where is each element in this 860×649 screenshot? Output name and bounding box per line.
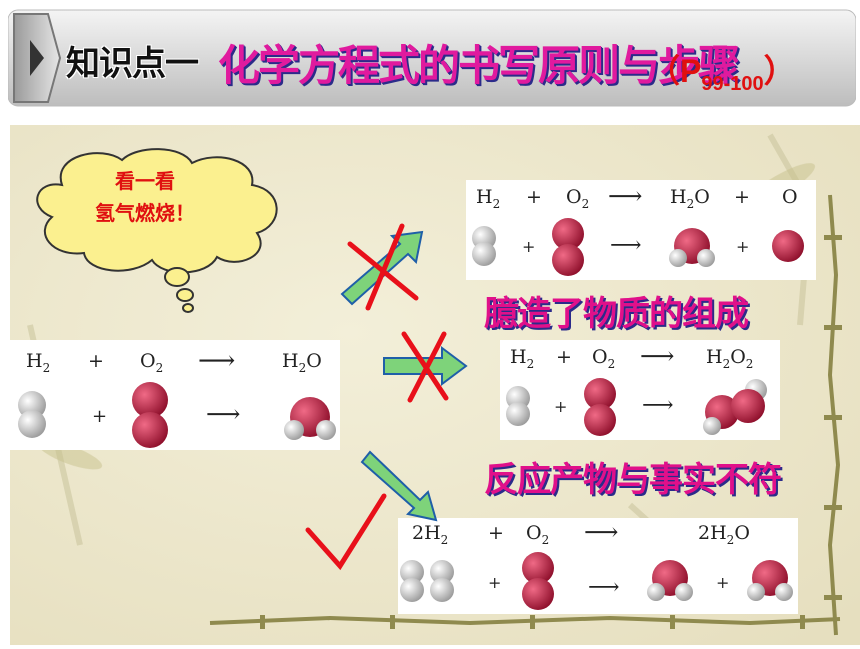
- cross-mark-icon: [347, 223, 419, 311]
- cloud-shape: [36, 148, 278, 313]
- topic-label: 知识点一: [66, 44, 199, 84]
- reaction-arrow: ⟶: [640, 342, 675, 370]
- plus-sign: +: [734, 186, 750, 208]
- svg-text:⟶: ⟶: [206, 400, 240, 428]
- cloud-line-2: 氢气燃烧！: [95, 201, 195, 225]
- banner-background: [7, 9, 857, 107]
- oxygen-formula: O2: [566, 186, 590, 211]
- molecule-models-middle: + ⟶: [506, 378, 767, 436]
- svg-text:+: +: [716, 573, 729, 592]
- svg-text:⟶: ⟶: [642, 393, 674, 418]
- peroxide-formula: H2O2: [706, 346, 754, 371]
- cross-mark-icon: [401, 331, 449, 403]
- slide-title: 化学方程式的书写原则与步骤: [218, 41, 740, 90]
- water-formula: H2O: [670, 186, 710, 211]
- svg-text:⟶: ⟶: [588, 575, 620, 600]
- reaction-panel-middle: H2 + O2 ⟶ H2O2 + ⟶: [500, 340, 780, 440]
- reaction-arrow: ⟶: [198, 346, 236, 376]
- wrong-reason-2: 反应产物与事实不符: [484, 460, 782, 500]
- plus-sign: +: [88, 350, 104, 372]
- hydrogen-formula: H2: [476, 186, 501, 211]
- svg-text:+: +: [522, 237, 535, 256]
- molecule-models-bottom: + ⟶ +: [400, 552, 793, 610]
- svg-text:+: +: [736, 237, 749, 256]
- svg-text:+: +: [92, 406, 107, 427]
- reaction-panel-left: H2 + O2 ⟶ H2O + ⟶: [10, 340, 340, 450]
- plus-sign: +: [556, 346, 572, 368]
- molecule-models-left: + ⟶: [18, 382, 336, 448]
- svg-text:⟶: ⟶: [610, 233, 642, 258]
- water-formula: H2O: [282, 350, 322, 375]
- plus-sign: +: [526, 186, 542, 208]
- title-banner: 知识点一 化学方程式的书写原则与步骤 （P99-100）: [7, 6, 857, 110]
- reaction-arrow: ⟶: [584, 518, 619, 546]
- page-reference: （P99-100）: [648, 53, 796, 95]
- hydrogen-formula: H2: [510, 346, 535, 371]
- molecule-models-top: + ⟶ +: [472, 218, 804, 276]
- oxygen-formula: O2: [592, 346, 616, 371]
- svg-text:+: +: [488, 573, 501, 592]
- oxygen-formula: O2: [140, 350, 164, 375]
- plus-sign: +: [488, 522, 504, 544]
- svg-text:+: +: [554, 397, 567, 416]
- arrow-down-right-icon: [360, 450, 438, 522]
- cloud-line-1: 看一看: [115, 169, 175, 193]
- oxygen-formula: O2: [526, 522, 550, 547]
- check-mark-icon: [305, 493, 387, 571]
- hydrogen-formula: 2H2: [412, 522, 449, 547]
- reaction-panel-top: H2 + O2 ⟶ H2O + O + ⟶ +: [466, 180, 816, 280]
- equation-left: H2: [26, 350, 51, 375]
- water-formula: 2H2O: [698, 522, 750, 547]
- oxygen-atom-formula: O: [782, 186, 798, 208]
- wrong-reason-1: 臆造了物质的组成: [484, 294, 749, 334]
- thought-cloud: 看一看 氢气燃烧！: [22, 145, 292, 315]
- reaction-arrow: ⟶: [608, 182, 643, 210]
- reaction-panel-bottom: 2H2 + O2 ⟶ 2H2O + ⟶ +: [398, 518, 798, 614]
